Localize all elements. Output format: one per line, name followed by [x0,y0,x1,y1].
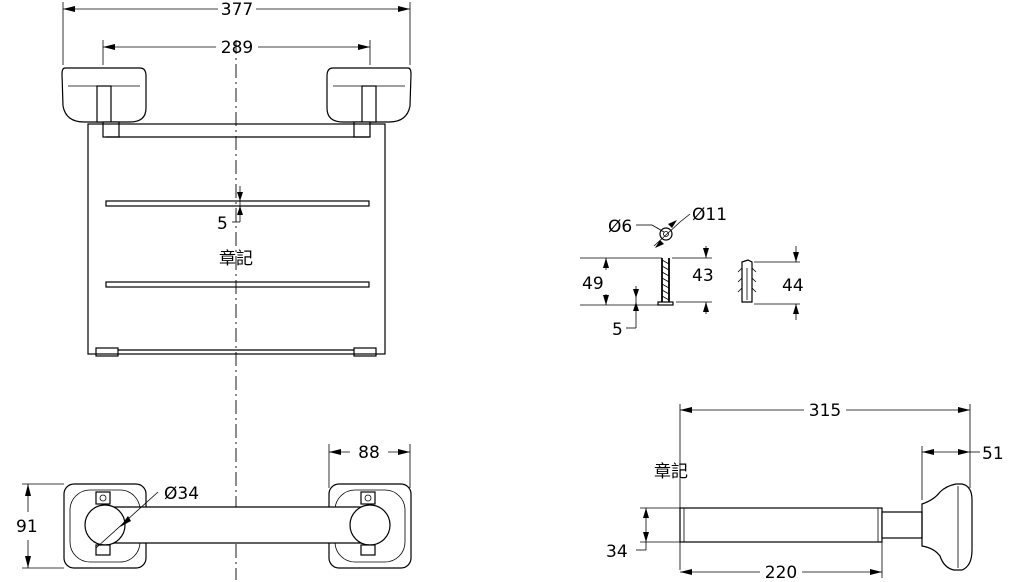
arrowhead [103,44,115,50]
dim-shelf-gap: 5 [217,214,228,234]
dim-depth: 91 [16,517,38,537]
slat-2 [105,281,370,288]
arrowhead [680,407,692,413]
arrowhead [703,302,709,312]
dim-mount-spacing: 289 [221,38,253,58]
side-connector [881,511,923,539]
dim-shank-diameter: Ø6 [608,217,632,237]
arrowhead [643,532,649,542]
screw-head-center [663,231,669,237]
screw-tab [360,544,376,556]
screw-head-symbol [659,227,673,241]
arrowhead [633,289,639,298]
screw-tab [360,491,376,505]
arrowhead [870,569,882,575]
leader-line [679,213,691,223]
arrowhead [703,248,709,258]
arrowhead [793,252,799,262]
dim-anchor-length: 44 [782,276,804,296]
arrowhead [603,295,609,305]
arrowhead [958,449,970,455]
arrowhead [398,449,410,455]
right-foot [353,347,377,357]
screw-tab [95,491,111,505]
side-grab-bar [679,507,883,543]
arrowhead [793,304,799,314]
anchor-ribs [737,267,757,293]
arrowhead [633,302,639,311]
arrowhead [25,556,31,568]
side-view: 315 51 章記 34 220 [606,401,1004,582]
screw-detail: Ø6 Ø11 49 43 5 [580,205,804,340]
dim-plate-width: 88 [358,443,380,463]
dim-bar-length: 220 [765,563,797,582]
left-foot [95,347,119,357]
dim-bar-height: 34 [606,542,628,562]
right-wall-plate [326,67,412,123]
screw-hole [99,494,107,502]
wall-anchor [741,259,753,303]
arrowhead [237,206,243,215]
front-view: 377 289 5 章記 [61,0,412,580]
arrowhead [329,449,341,455]
side-note-label: 章記 [654,462,688,482]
arrowhead [680,569,692,575]
right-mount-circle [349,504,391,546]
note-label: 章記 [219,249,253,269]
arrowhead [668,220,677,228]
arrowhead [25,484,31,496]
dim-bar-diameter: Ø34 [164,484,199,504]
screw-hole [364,494,372,502]
left-wall-plate [61,67,147,123]
grab-bar [103,506,371,544]
slat-1 [105,200,370,207]
screw-head [657,301,674,306]
arrowhead [922,449,934,455]
dim-overall-projection: 315 [809,401,841,421]
panel-body [87,123,386,355]
arrowhead [398,6,410,12]
left-mount-circle [84,504,126,546]
side-wall-flange [921,483,973,571]
dim-head-diameter: Ø11 [692,205,727,225]
dim-head-offset: 5 [612,320,623,340]
top-view: 88 91 Ø34 [16,443,412,569]
arrowhead [958,407,970,413]
arrowhead [237,192,243,201]
arrowhead [120,516,131,527]
dim-thread-length: 43 [692,266,714,286]
arrowhead [655,240,664,248]
arrowhead [603,258,609,268]
leader-line [653,221,681,247]
arrowhead [358,44,370,50]
dim-plate-thickness: 51 [982,444,1004,464]
screw-tab [95,544,111,556]
screw-thread [661,259,670,301]
right-post [361,85,377,123]
arrowhead [643,508,649,518]
left-post [96,85,112,123]
arrowhead [63,6,75,12]
dim-screw-length: 49 [582,274,604,294]
dim-overall-width: 377 [221,0,253,20]
leader-line [651,224,665,233]
